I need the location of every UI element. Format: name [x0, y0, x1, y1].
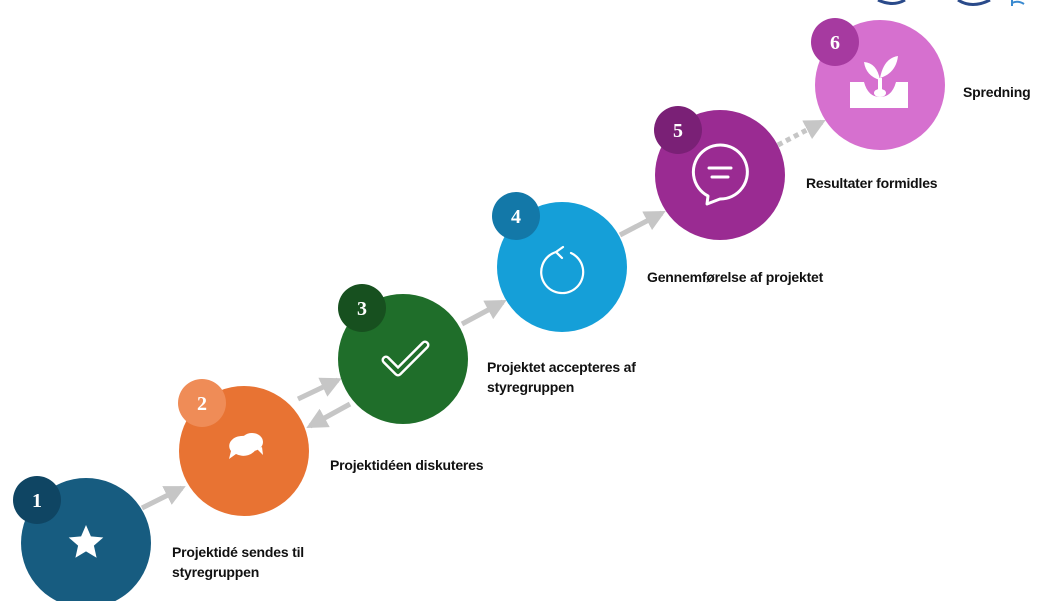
step-5-badge — [654, 106, 702, 154]
step-4: 4 — [492, 192, 627, 332]
step-4-label: Gennemførelse af projektet — [647, 269, 824, 285]
step-2: 2 — [178, 379, 309, 516]
star-icon — [68, 525, 104, 558]
connector-arrows — [140, 119, 826, 511]
step-5-number: 5 — [673, 120, 683, 142]
arrow-4-to-5 — [618, 210, 666, 238]
step-2-number: 2 — [197, 393, 207, 415]
refresh-icon — [540, 245, 585, 295]
step-3-label: Projektet accepteres af styregruppen — [487, 359, 636, 395]
arrow-3-to-4 — [460, 299, 507, 327]
step-3-badge — [338, 284, 386, 332]
arrow-3-to-2 — [306, 401, 352, 429]
step-4-badge — [492, 192, 540, 240]
step-1-badge — [13, 476, 61, 524]
step-6-label: Spredning — [963, 84, 1031, 100]
arrow-2-to-3 — [296, 377, 342, 402]
step-2-label: Projektidéen diskuteres — [330, 457, 484, 473]
chat-bubbles-icon — [229, 433, 263, 459]
step-6-number: 6 — [830, 32, 840, 54]
step-2-badge — [178, 379, 226, 427]
arrow-5-to-6-dotted — [776, 119, 826, 148]
step-3-number: 3 — [357, 298, 367, 320]
step-1: 1 — [13, 476, 151, 601]
message-bubble-icon — [691, 143, 749, 206]
step-1-number: 1 — [32, 490, 42, 512]
step-6: 6 — [811, 18, 945, 150]
step-6-badge — [811, 18, 859, 66]
step-5-label: Resultater formidles — [806, 175, 938, 191]
step-3: 3 — [338, 284, 468, 424]
step-4-number: 4 — [511, 206, 521, 228]
step-5: 5 — [654, 106, 785, 240]
logo-partial — [877, 0, 1025, 6]
sprout-icon — [850, 56, 908, 108]
step-1-label: Projektidé sendes til styregruppen — [172, 544, 304, 580]
arrow-1-to-2 — [140, 485, 186, 511]
